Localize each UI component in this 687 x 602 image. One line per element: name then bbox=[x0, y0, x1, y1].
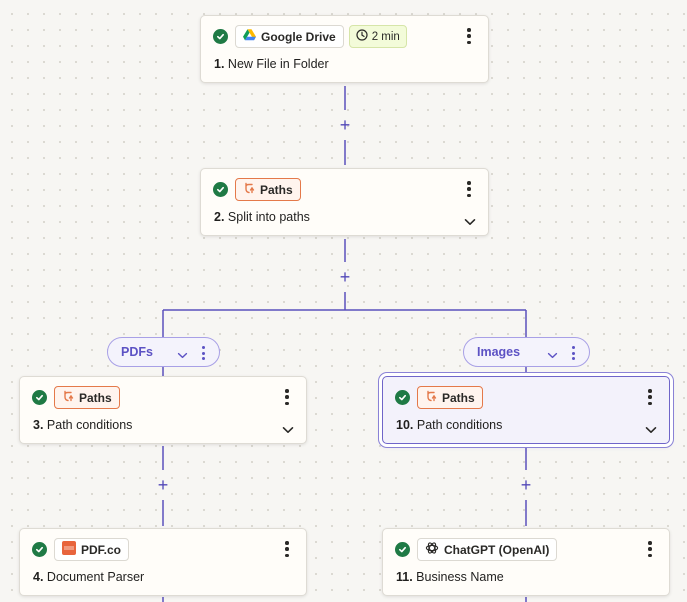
step-menu-button[interactable] bbox=[464, 181, 474, 197]
app-chip-paths: Paths bbox=[235, 178, 301, 201]
paths-icon bbox=[243, 182, 255, 197]
step-number: 10. bbox=[396, 418, 414, 432]
step-menu-button[interactable] bbox=[282, 389, 292, 405]
google-drive-icon bbox=[243, 29, 256, 44]
chevron-down-icon[interactable] bbox=[464, 213, 476, 231]
path-pill-images[interactable]: Images bbox=[463, 337, 590, 367]
step-title-text: Business Name bbox=[416, 570, 504, 584]
clock-icon bbox=[356, 29, 368, 44]
success-check-icon bbox=[213, 29, 228, 44]
success-check-icon bbox=[213, 182, 228, 197]
step-number: 4. bbox=[33, 570, 44, 584]
plus-icon: + bbox=[520, 475, 532, 495]
openai-icon bbox=[425, 541, 439, 558]
add-step-button[interactable]: + bbox=[337, 115, 353, 135]
success-check-icon bbox=[32, 390, 47, 405]
add-step-button[interactable]: + bbox=[155, 475, 171, 495]
chevron-down-icon[interactable] bbox=[547, 348, 558, 362]
step-number: 3. bbox=[33, 418, 44, 432]
path-menu-icon[interactable] bbox=[570, 346, 576, 360]
pdf-co-icon bbox=[62, 541, 76, 558]
app-chip-label: PDF.co bbox=[81, 542, 122, 557]
app-chip-google-drive: Google Drive bbox=[235, 25, 344, 48]
path-pill-pdfs[interactable]: PDFs bbox=[107, 337, 220, 367]
step-title-text: Path conditions bbox=[416, 418, 503, 432]
step-title: 2. Split into paths bbox=[214, 210, 310, 224]
success-check-icon bbox=[32, 542, 47, 557]
add-step-button[interactable]: + bbox=[518, 475, 534, 495]
plus-icon: + bbox=[339, 267, 351, 287]
step-menu-button[interactable] bbox=[645, 389, 655, 405]
paths-icon bbox=[425, 390, 437, 405]
step-title: 4. Document Parser bbox=[33, 570, 144, 584]
success-check-icon bbox=[395, 542, 410, 557]
time-badge-label: 2 min bbox=[371, 30, 400, 43]
path-menu-icon[interactable] bbox=[200, 346, 206, 360]
step-card-11[interactable]: ChatGPT (OpenAI) 11. Business Name bbox=[382, 528, 670, 596]
step-card-2[interactable]: Paths 2. Split into paths bbox=[200, 168, 489, 236]
app-chip-paths: Paths bbox=[54, 386, 120, 409]
chevron-down-icon[interactable] bbox=[645, 421, 657, 439]
chevron-down-icon[interactable] bbox=[282, 421, 294, 439]
paths-icon bbox=[62, 390, 74, 405]
app-chip-openai: ChatGPT (OpenAI) bbox=[417, 538, 558, 561]
step-title: 3. Path conditions bbox=[33, 418, 132, 432]
chevron-down-icon[interactable] bbox=[177, 348, 188, 362]
path-label: Images bbox=[477, 345, 521, 359]
success-check-icon bbox=[395, 390, 410, 405]
add-step-button[interactable]: + bbox=[337, 267, 353, 287]
step-card-4[interactable]: PDF.co 4. Document Parser bbox=[19, 528, 307, 596]
step-title: 11. Business Name bbox=[396, 570, 504, 584]
app-chip-label: Google Drive bbox=[261, 29, 336, 44]
step-number: 2. bbox=[214, 210, 225, 224]
step-menu-button[interactable] bbox=[464, 28, 474, 44]
step-menu-button[interactable] bbox=[282, 541, 292, 557]
step-card-1[interactable]: Google Drive 2 min 1. New File in Folder bbox=[200, 15, 489, 83]
time-badge: 2 min bbox=[348, 25, 407, 48]
path-label: PDFs bbox=[121, 345, 153, 359]
plus-icon: + bbox=[157, 475, 169, 495]
step-title-text: Split into paths bbox=[227, 210, 310, 224]
app-chip-label: Paths bbox=[260, 182, 293, 197]
step-menu-button[interactable] bbox=[645, 541, 655, 557]
step-title: 1. New File in Folder bbox=[214, 57, 329, 71]
step-number: 1. bbox=[214, 57, 225, 71]
step-number: 11. bbox=[396, 570, 413, 584]
plus-icon: + bbox=[339, 115, 351, 135]
step-card-10[interactable]: Paths 10. Path conditions bbox=[382, 376, 670, 444]
app-chip-paths: Paths bbox=[417, 386, 483, 409]
step-title-text: Path conditions bbox=[46, 418, 133, 432]
app-chip-label: ChatGPT (OpenAI) bbox=[444, 542, 550, 557]
step-title-text: New File in Folder bbox=[227, 57, 329, 71]
app-chip-label: Paths bbox=[442, 390, 475, 405]
app-chip-pdf-co: PDF.co bbox=[54, 538, 130, 561]
app-chip-label: Paths bbox=[79, 390, 112, 405]
step-title-text: Document Parser bbox=[46, 570, 145, 584]
step-card-3[interactable]: Paths 3. Path conditions bbox=[19, 376, 307, 444]
step-title: 10. Path conditions bbox=[396, 418, 502, 432]
